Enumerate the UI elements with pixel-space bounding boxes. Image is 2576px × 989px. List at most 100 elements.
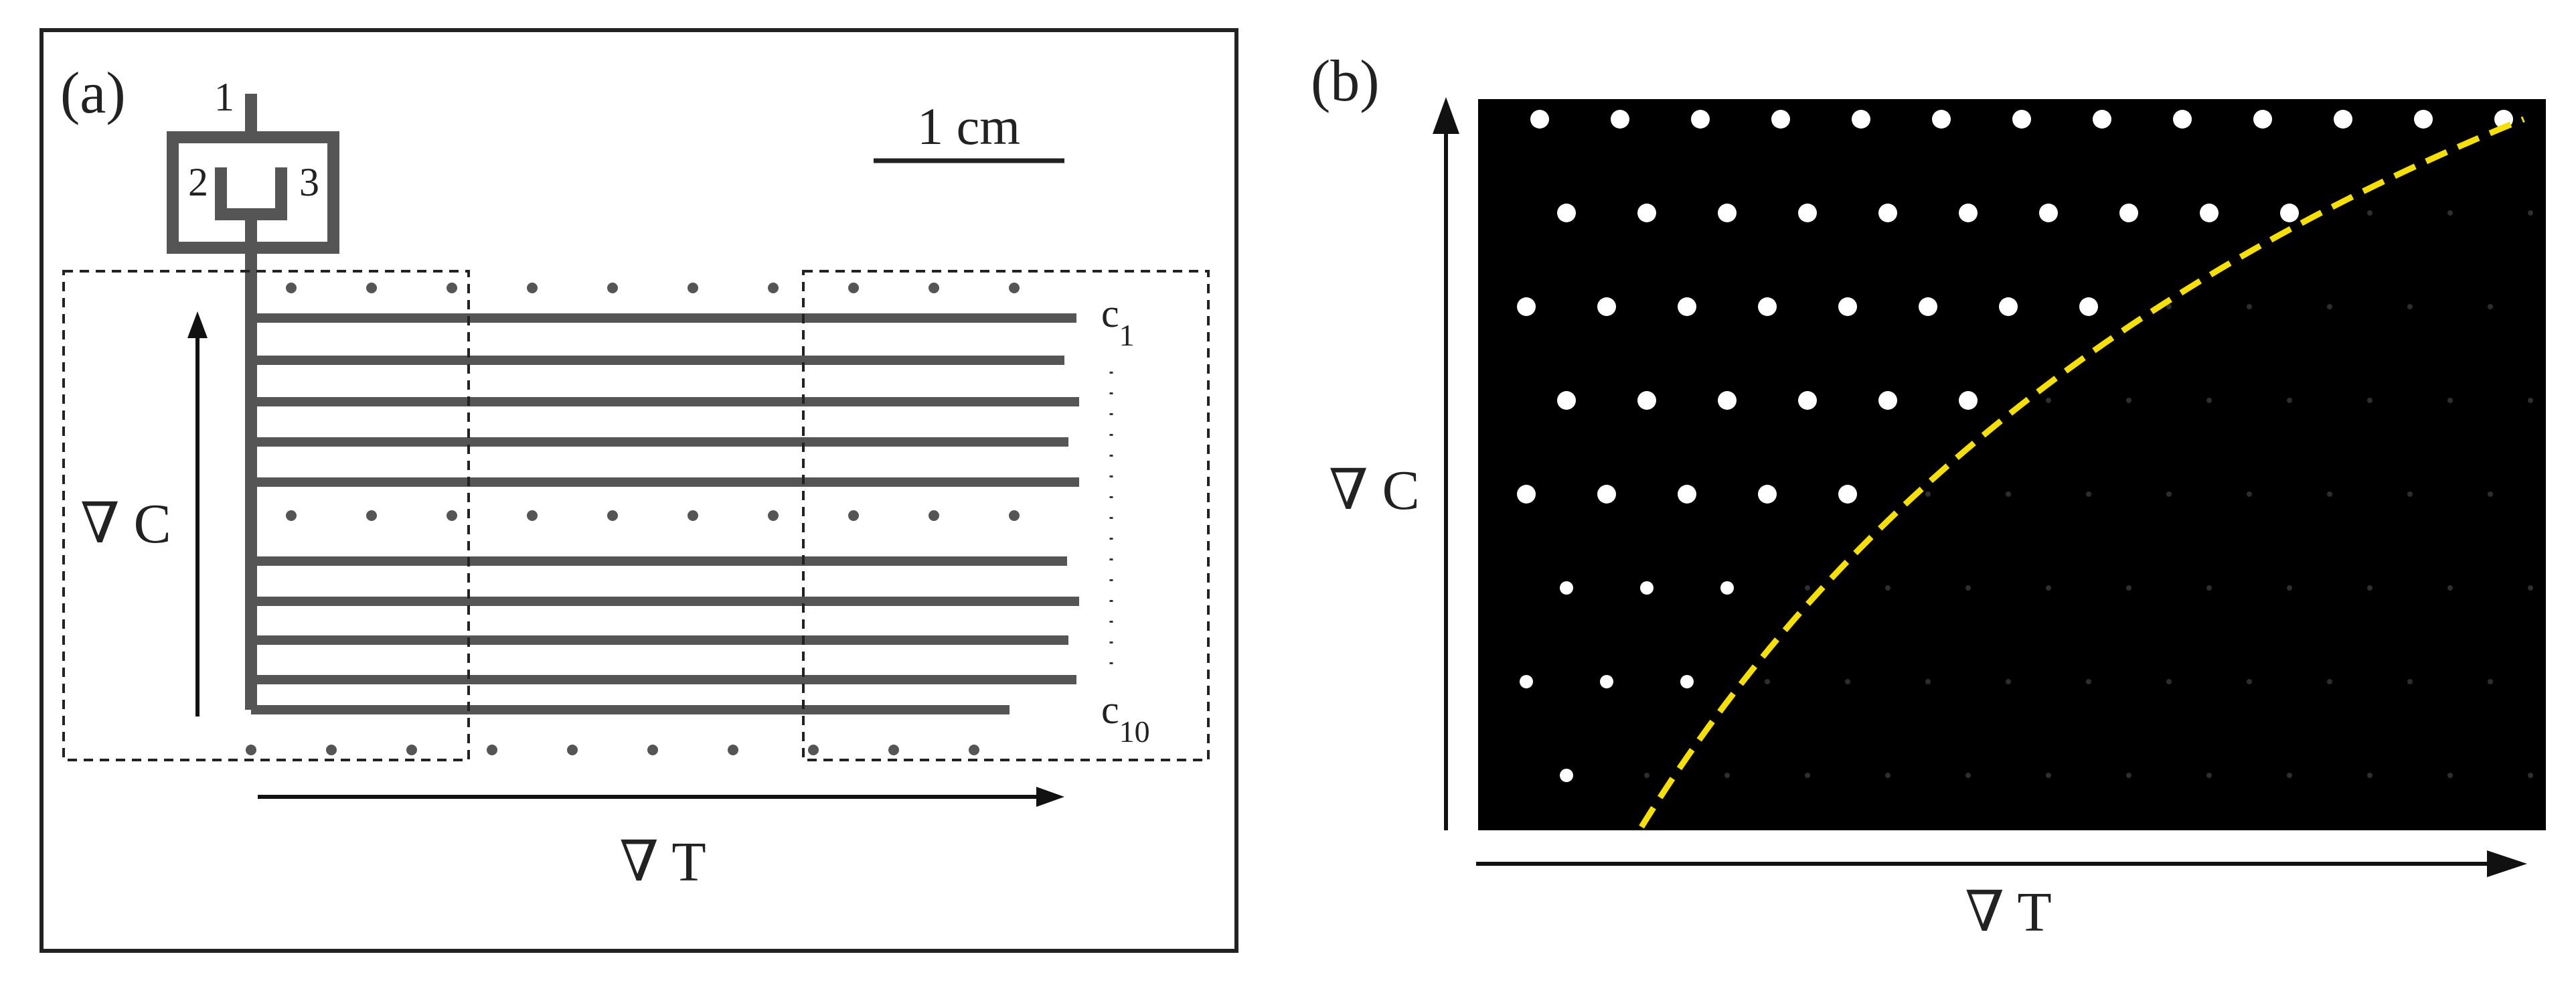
fluorescent-spot	[1520, 675, 1533, 688]
boundary-curve	[1639, 116, 2525, 829]
fluorescent-spot	[1925, 491, 1931, 497]
marker-dot	[969, 745, 979, 755]
fluorescent-spot	[1932, 110, 1951, 129]
fluorescent-spot	[2086, 491, 2091, 497]
fluorescent-spot	[1517, 297, 1536, 316]
channels	[251, 313, 1079, 714]
fluorescent-spot	[1718, 204, 1737, 222]
fluorescent-spot	[2414, 110, 2433, 129]
fluorescent-spot	[1959, 391, 1978, 410]
fluorescent-spot	[2488, 679, 2493, 684]
fluorescent-spot	[2528, 773, 2533, 778]
marker-dot	[647, 745, 658, 755]
fluorescent-spot	[2012, 110, 2031, 129]
gradient-t-arrow	[258, 787, 1064, 807]
marker-dot	[888, 745, 899, 755]
fluorescent-spot	[2367, 585, 2372, 591]
inlet-label-2: 2	[188, 160, 208, 204]
fluorescent-spot	[1718, 391, 1737, 410]
fluorescent-spot	[2046, 398, 2051, 403]
marker-dot	[728, 745, 738, 755]
fluorescent-spot	[1720, 581, 1734, 595]
marker-dot	[607, 283, 618, 293]
fluorescent-spot	[2166, 491, 2172, 497]
fluorescent-spot	[2367, 773, 2372, 778]
marker-dot	[607, 510, 618, 521]
fluorescent-spot	[2206, 398, 2212, 403]
fluorescent-spot	[1724, 773, 1730, 778]
fluorescent-spot	[1611, 110, 1629, 129]
fluorescent-spot	[1878, 391, 1897, 410]
fluorescent-spot	[1878, 204, 1897, 222]
fluorescent-spot	[2253, 110, 2272, 129]
gradient-c-label: ∇ C	[80, 493, 171, 555]
fluorescent-spot	[1597, 297, 1616, 316]
fluorescent-spot	[1644, 773, 1649, 778]
marker-dot	[768, 510, 779, 521]
fluorescent-spot	[1560, 581, 1573, 595]
fluorescent-spot	[1845, 679, 1850, 684]
marker-dot	[527, 510, 538, 521]
marker-dot	[929, 283, 939, 293]
gradient-c-axis-label: ∇ C	[1329, 459, 1420, 522]
fluorescent-spot	[2447, 585, 2453, 591]
fluorescent-spot	[2447, 210, 2453, 216]
panel-b-label: (b)	[1311, 49, 1380, 114]
fluorescent-spot	[2528, 585, 2533, 591]
fluorescent-spot	[2407, 491, 2413, 497]
fluorescent-spot	[2367, 210, 2372, 216]
fluorescent-spot	[1838, 485, 1857, 504]
fluorescent-spot	[2488, 304, 2493, 309]
fluorescent-spot	[2046, 585, 2051, 591]
fluorescent-spot	[2126, 398, 2131, 403]
fluorescent-spot	[1919, 297, 1937, 316]
dashed-region-right	[802, 270, 1210, 761]
fluorescence-image	[1478, 99, 2546, 830]
fluorescent-spot	[1678, 485, 1696, 504]
fluorescent-spot	[1758, 297, 1777, 316]
fluorescent-spot	[2287, 585, 2292, 591]
fluorescent-spot	[1758, 485, 1777, 504]
fluorescent-spot	[2280, 204, 2299, 222]
fluorescent-spot	[1965, 585, 1971, 591]
fluorescent-spot	[1798, 391, 1817, 410]
fluorescent-spot	[2086, 679, 2091, 684]
fluorescent-spot	[1600, 675, 1613, 688]
fluorescent-spot	[1691, 110, 1710, 129]
fluorescent-spot	[2039, 204, 2058, 222]
fluorescent-spot	[2367, 398, 2372, 403]
marker-dot	[688, 510, 698, 521]
fluorescent-spot	[1925, 679, 1931, 684]
fluorescent-spot	[1597, 485, 1616, 504]
marker-dot	[808, 745, 819, 755]
fluorescent-spot	[1838, 297, 1857, 316]
gradient-t-axis	[1476, 850, 2527, 877]
fluorescent-spot	[1640, 581, 1654, 595]
marker-dot	[929, 510, 939, 521]
fluorescent-spot	[1771, 110, 1790, 129]
marker-dot	[567, 745, 578, 755]
fluorescent-spot	[2287, 398, 2292, 403]
fluorescent-spot	[1852, 110, 1870, 129]
fluorescent-spots	[1517, 110, 2533, 782]
fluorescent-spot	[2206, 585, 2212, 591]
marker-dot	[246, 745, 256, 755]
marker-dot	[447, 283, 457, 293]
fluorescent-spot	[2407, 679, 2413, 684]
fluorescent-spot	[2327, 491, 2332, 497]
fluorescent-spot	[2287, 773, 2292, 778]
fluorescent-spot	[2126, 773, 2131, 778]
inlet-label-3: 3	[299, 160, 319, 204]
fluorescent-spot	[2166, 304, 2172, 309]
marker-dot	[286, 283, 297, 293]
fluorescent-spot	[1999, 297, 2018, 316]
gradient-c-axis	[1433, 97, 1459, 830]
scale-bar-label: 1 cm	[917, 97, 1020, 155]
fluorescent-spot	[2126, 585, 2131, 591]
fluorescent-spot	[1680, 675, 1694, 688]
dashed-region-left	[62, 270, 470, 761]
fluorescent-spot	[2206, 773, 2212, 778]
marker-dot	[848, 283, 859, 293]
marker-dot	[1009, 510, 1020, 521]
